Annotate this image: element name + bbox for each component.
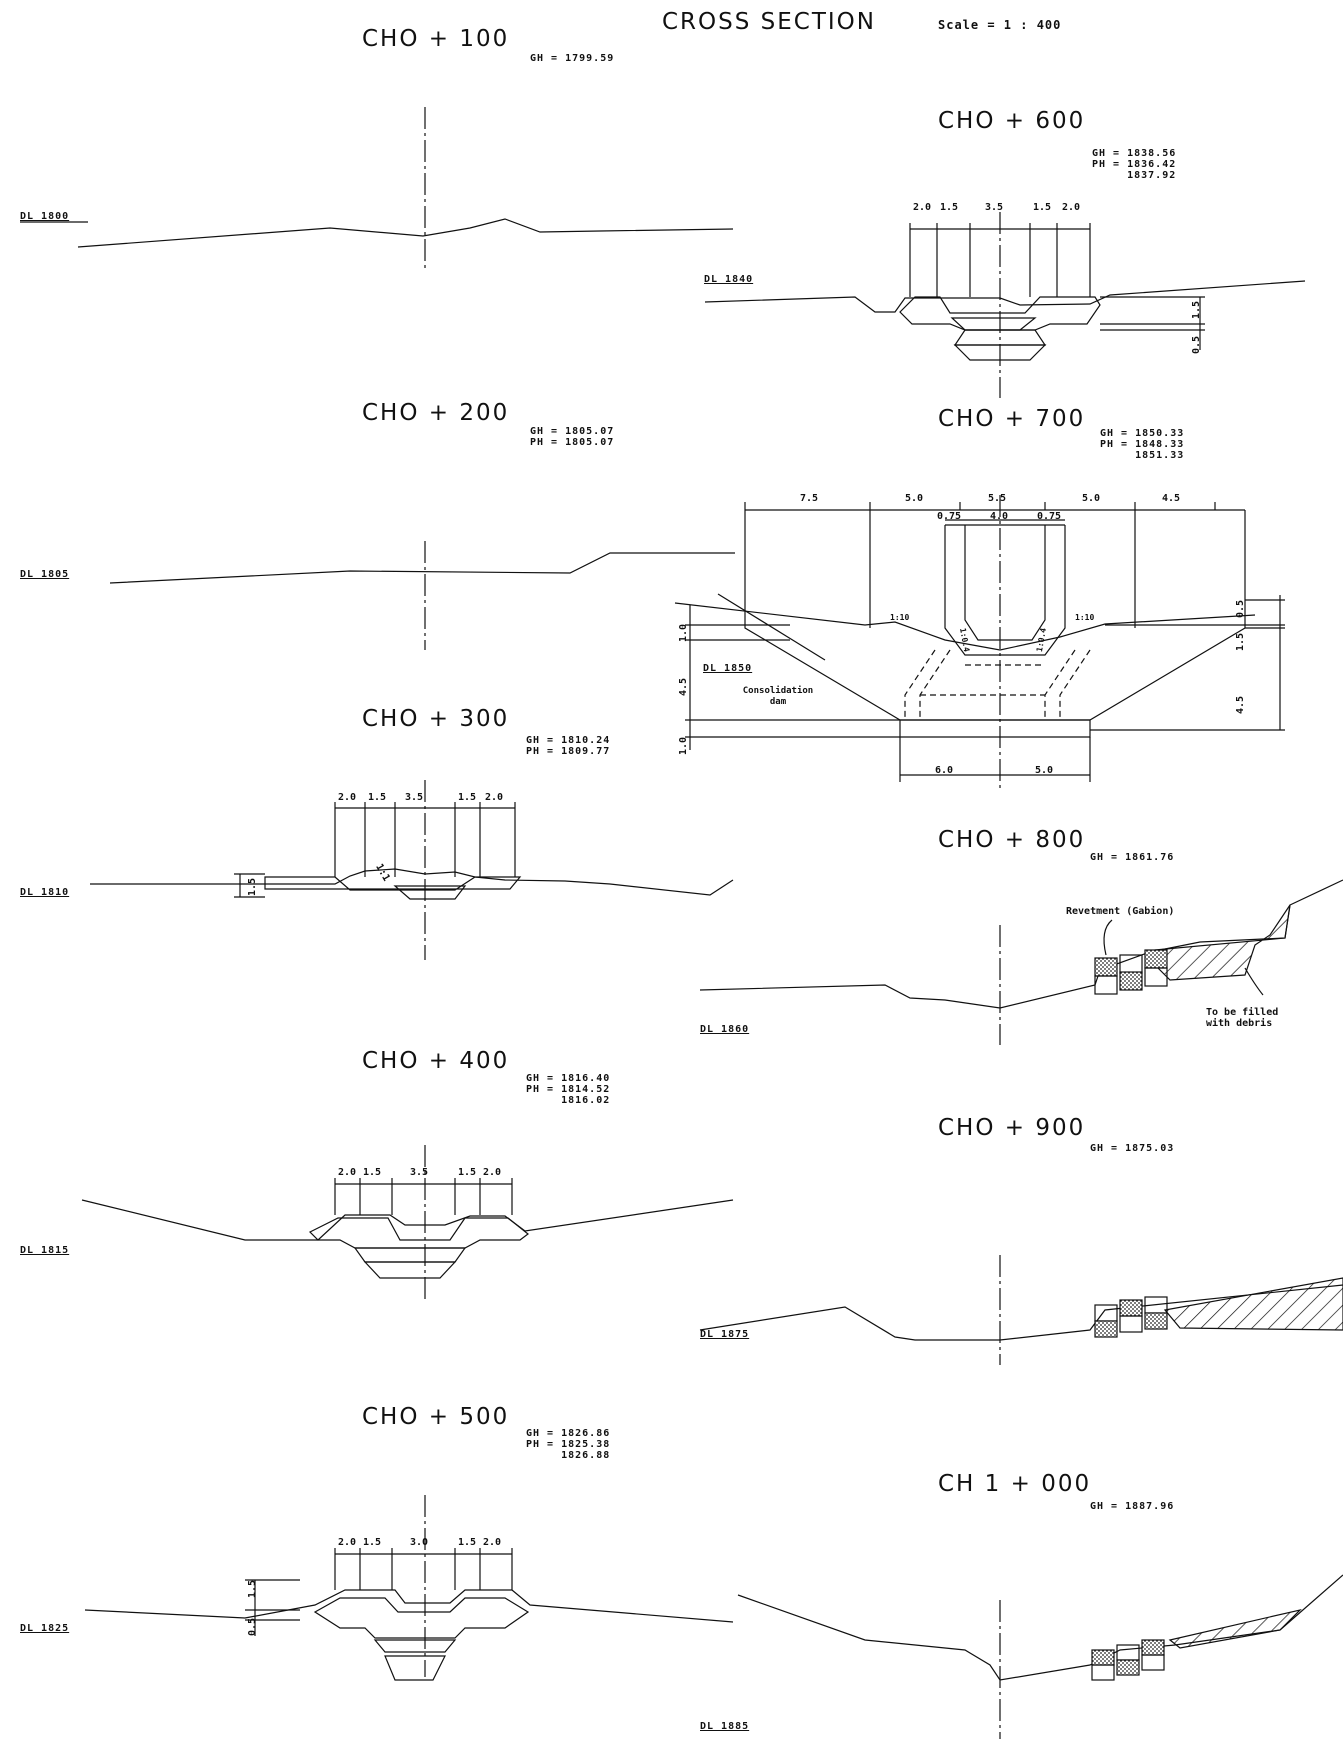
section-cho600-label: CHO + 600: [938, 108, 1086, 134]
section-cho600-datum: DL 1840: [704, 274, 754, 285]
section-cho500-datum: DL 1825: [20, 1623, 70, 1634]
section-cho300-levels: GH = 1810.24 PH = 1809.77: [526, 735, 611, 757]
section-cho200-label: CHO + 200: [362, 400, 510, 426]
section-cho800-gh: GH = 1861.76: [1090, 852, 1175, 863]
dim: 0.5: [247, 1617, 259, 1637]
section-cho300-drawing: [90, 780, 734, 960]
section-ch1000-gh: GH = 1887.96: [1090, 1501, 1175, 1512]
dim: 1.5: [247, 1579, 259, 1599]
dim: 0.5: [1191, 335, 1203, 355]
section-ch1000-drawing: [737, 1574, 1343, 1739]
section-cho500-drawing: [84, 1495, 734, 1681]
dim: 2.0: [483, 1167, 502, 1178]
section-cho900-gh: GH = 1875.03: [1090, 1143, 1175, 1154]
section-cho500-label: CHO + 500: [362, 1404, 510, 1430]
dim: 3.5: [985, 202, 1004, 213]
fill-note-line1: To be filled: [1206, 1007, 1279, 1018]
dim: 3.0: [410, 1537, 429, 1548]
section-cho400-levels: GH = 1816.40 PH = 1814.52 1816.02: [526, 1073, 611, 1106]
dim: 1.5: [1033, 202, 1052, 213]
dim: 2.0: [913, 202, 932, 213]
dim: 1.5: [363, 1167, 382, 1178]
section-ch1000-datum: DL 1885: [700, 1721, 750, 1732]
revetment-note: Revetment (Gabion): [1066, 906, 1175, 917]
section-cho100-drawing: [20, 107, 734, 270]
dim: 2.0: [338, 792, 357, 803]
dim: 4.0: [990, 511, 1009, 522]
section-cho200-levels: GH = 1805.07 PH = 1805.07: [530, 426, 615, 448]
section-cho800-drawing: [699, 879, 1343, 1045]
dim: 1.5: [458, 792, 477, 803]
section-cho900-label: CHO + 900: [938, 1115, 1086, 1141]
dim: 6.0: [935, 765, 954, 776]
dim: 2.0: [338, 1537, 357, 1548]
section-cho800-datum: DL 1860: [700, 1024, 750, 1035]
dim: 4.5: [1162, 493, 1181, 504]
section-cho800-label: CHO + 800: [938, 827, 1086, 853]
dim: 1.5: [363, 1537, 382, 1548]
dim: 1.5: [247, 877, 259, 897]
drawing-title: CROSS SECTION: [662, 9, 876, 35]
dim: 2.0: [1062, 202, 1081, 213]
section-cho700-label: CHO + 700: [938, 406, 1086, 432]
section-cho700-drawing: [674, 495, 1285, 790]
section-cho600-levels: GH = 1838.56 PH = 1836.42 1837.92: [1092, 148, 1177, 181]
dim: 1.0: [678, 623, 690, 643]
dim: 0.5: [1235, 599, 1247, 619]
section-cho500-levels: GH = 1826.86 PH = 1825.38 1826.88: [526, 1428, 611, 1461]
dim: 5.5: [988, 493, 1007, 504]
section-cho400-label: CHO + 400: [362, 1048, 510, 1074]
dim: 3.5: [410, 1167, 429, 1178]
dim: 4.5: [678, 677, 690, 697]
dim: 2.0: [338, 1167, 357, 1178]
dim: 1.5: [458, 1537, 477, 1548]
dim: 4.5: [1235, 695, 1247, 715]
dim: 5.0: [905, 493, 924, 504]
dim: 3.5: [405, 792, 424, 803]
section-cho200-datum: DL 1805: [20, 569, 70, 580]
section-cho300-label: CHO + 300: [362, 706, 510, 732]
section-cho300-datum: DL 1810: [20, 887, 70, 898]
slope-note: 1:10: [1075, 613, 1095, 622]
slope-note: 1:10: [890, 613, 910, 622]
dim: 2.0: [485, 792, 504, 803]
section-cho700-levels: GH = 1850.33 PH = 1848.33 1851.33: [1100, 428, 1185, 461]
section-cho100-gh: GH = 1799.59: [530, 53, 615, 64]
section-cho600-drawing: [704, 212, 1306, 398]
dim: 2.0: [483, 1537, 502, 1548]
dim: 1.5: [1235, 632, 1247, 652]
dim: 1.0: [678, 736, 690, 756]
section-cho200-drawing: [109, 541, 735, 650]
dim: 0.75: [937, 511, 962, 522]
section-cho400-drawing: [81, 1145, 734, 1300]
section-ch1000-label: CH 1 + 000: [938, 1471, 1092, 1497]
dim: 7.5: [800, 493, 819, 504]
section-cho700-datum: DL 1850: [703, 663, 753, 674]
dim: 1.5: [940, 202, 959, 213]
fill-note-line2: with debris: [1206, 1018, 1273, 1029]
dim: 1.5: [458, 1167, 477, 1178]
section-cho900-drawing: [699, 1255, 1343, 1365]
consolidation-dam-note: Consolidation dam: [742, 686, 814, 707]
dim: 5.0: [1035, 765, 1054, 776]
section-cho100-datum: DL 1800: [20, 211, 70, 222]
dim: 1.5: [368, 792, 387, 803]
section-cho100-label: CHO + 100: [362, 26, 510, 52]
section-cho900-datum: DL 1875: [700, 1329, 750, 1340]
section-cho400-datum: DL 1815: [20, 1245, 70, 1256]
dim: 5.0: [1082, 493, 1101, 504]
dim: 0.75: [1037, 511, 1062, 522]
drawing-scale: Scale = 1 : 400: [938, 18, 1062, 32]
dim: 1.5: [1191, 300, 1203, 320]
